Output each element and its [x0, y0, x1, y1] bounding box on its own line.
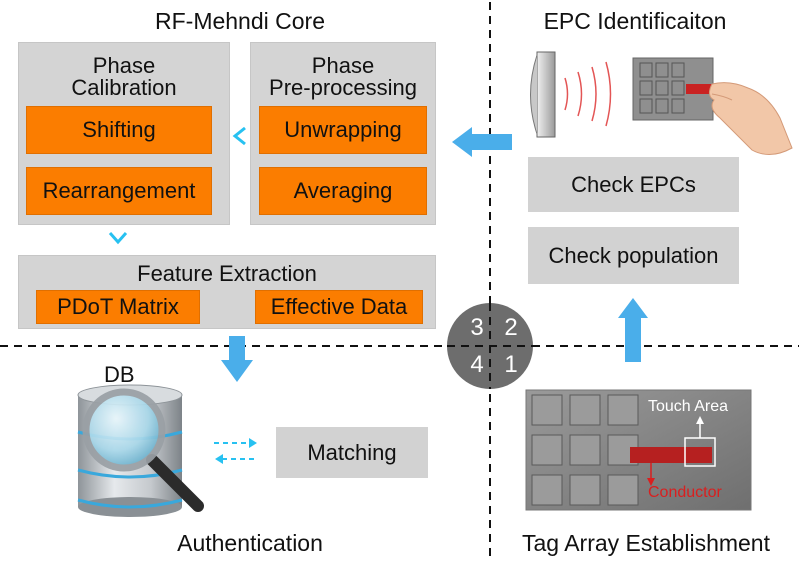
rfid-reader-icon: [530, 51, 556, 138]
tag-card-icon: [632, 57, 714, 121]
magnifier-icon: [82, 388, 204, 512]
quadrant-3-label: 3: [470, 314, 484, 341]
tag-array-title: Tag Array Establishment: [521, 530, 770, 556]
rearrangement-step: Rearrangement: [26, 167, 212, 215]
quadrant-1-label: 1: [504, 351, 518, 378]
arrow-preproc-to-calib: [232, 126, 246, 146]
phase-calibration-title-line1: Phase: [92, 53, 156, 78]
unwrapping-step: Unwrapping: [259, 106, 427, 154]
conductor-label: Conductor: [648, 484, 722, 501]
db-label: DB: [104, 362, 135, 387]
arrows-db-matching: [214, 438, 258, 464]
pdot-matrix-step: PDoT Matrix: [36, 290, 200, 324]
matching-step: Matching: [276, 427, 428, 478]
quadrant-2-label: 2: [504, 314, 518, 341]
arrow-calib-to-feature: [108, 232, 128, 245]
check-population-step: Check population: [528, 227, 739, 284]
arrow-core-to-auth: [221, 336, 253, 382]
shifting-step: Shifting: [26, 106, 212, 154]
epc-title: EPC Identificaiton: [543, 8, 727, 34]
touch-area-label: Touch Area: [648, 398, 729, 415]
phase-preprocessing-title-line2: Pre-processing: [269, 75, 417, 100]
hand-icon: [708, 82, 793, 155]
feature-extraction-title: Feature Extraction: [137, 261, 317, 286]
quadrant-4-label: 4: [470, 351, 484, 378]
tag-array-image: [525, 389, 752, 511]
phase-preprocessing-title-line1: Phase: [311, 53, 375, 78]
averaging-step: Averaging: [259, 167, 427, 215]
authentication-title: Authentication: [177, 530, 323, 556]
arrow-tag-to-epc: [618, 298, 648, 362]
arrow-epc-to-core: [452, 127, 512, 157]
phase-calibration-title-line2: Calibration: [71, 75, 177, 100]
effective-data-step: Effective Data: [255, 290, 423, 324]
check-epcs-step: Check EPCs: [528, 157, 739, 212]
quadrant-circle: [447, 303, 533, 389]
rf-waves-icon: [564, 61, 612, 127]
core-title: RF-Mehndi Core: [155, 8, 325, 34]
